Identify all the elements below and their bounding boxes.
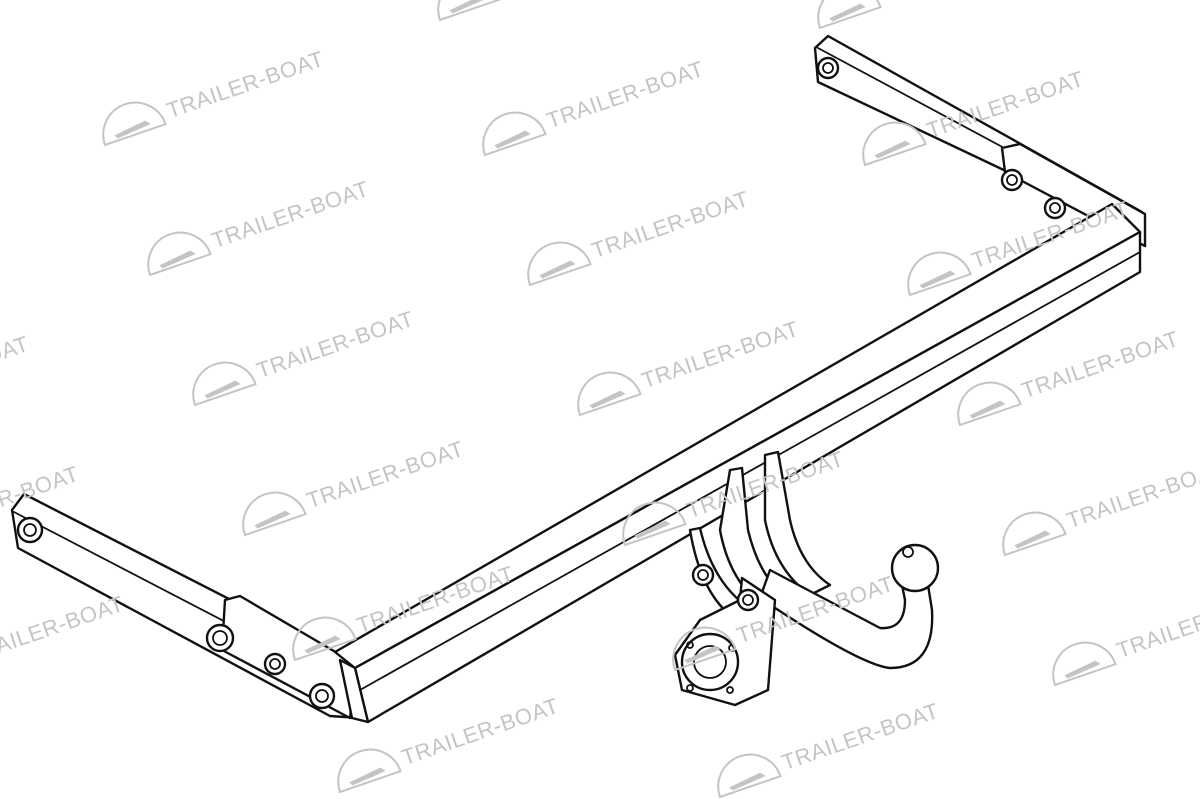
boat-logo-icon [292,616,357,662]
watermark: TRAILER-BOAT [102,46,327,147]
watermark-text: TRAILER-BOAT [0,591,127,668]
watermark-text: TRAILER-BOAT [1063,456,1200,533]
watermark: TRAILER-BOAT [192,306,417,407]
tow-ball [890,543,940,593]
boat-logo-icon [907,251,972,297]
watermark-text: TRAILER-BOAT [778,698,942,775]
watermark: TRAILER-BOAT [147,176,372,277]
main-crossbeam [333,202,1142,724]
boat-logo-icon [337,748,402,794]
watermark-text: TRAILER-BOAT [253,306,417,383]
watermark-text: TRAILER-BOAT [1018,326,1182,403]
watermark: TRAILER-BOAT [0,331,32,408]
boat-logo-icon [577,371,642,417]
boat-logo-icon [102,101,167,147]
watermark: TRAILER-BOAT [242,436,467,537]
watermark-text: TRAILER-BOAT [588,186,752,263]
watermark: TRAILER-BOAT [527,186,752,287]
watermark-text: TRAILER-BOAT [1113,586,1200,663]
boat-logo-icon [1052,641,1117,687]
watermark: TRAILER-BOAT [1052,586,1200,687]
watermark-text: TRAILER-BOAT [638,316,802,393]
watermark-text: TRAILER-BOAT [163,46,327,123]
bolts [16,56,1067,710]
watermark: TRAILER-BOAT [577,316,802,417]
boat-logo-icon [437,0,502,22]
boat-logo-icon [862,121,927,167]
watermark-text: TRAILER-BOAT [0,331,32,408]
watermark: TRAILER-BOAT [0,591,127,668]
watermark: TRAILER-BOAT [717,698,942,799]
boat-logo-icon [242,491,307,537]
boat-logo-icon [717,753,782,799]
boat-logo-icon [482,111,547,157]
boat-logo-icon [622,501,687,547]
watermark-text: TRAILER-BOAT [543,56,707,133]
watermark: TRAILER-BOAT [1002,456,1200,557]
watermark: TRAILER-BOAT [482,56,707,157]
boat-logo-icon [147,231,212,277]
left-mounting-bracket [10,492,362,720]
watermark: TRAILER-BOAT [437,0,502,22]
ball-arm [758,543,940,670]
watermark-text: TRAILER-BOAT [303,436,467,513]
boat-logo-icon [817,0,882,30]
watermark-text: TRAILER-BOAT [398,693,562,770]
boat-logo-icon [527,241,592,287]
boat-logo-icon [1002,511,1067,557]
boat-logo-icon [957,381,1022,427]
watermark-text: TRAILER-BOAT [208,176,372,253]
watermark-text: TRAILER-BOAT [878,0,1042,6]
boat-logo-icon [672,626,737,672]
boat-logo-icon [192,361,257,407]
watermark: TRAILER-BOAT [817,0,1042,30]
